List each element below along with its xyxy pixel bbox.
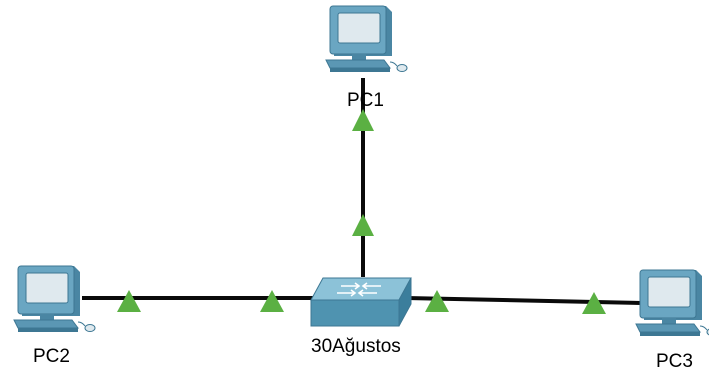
link-up-indicator-pc3-switch-end: [425, 290, 449, 312]
pc2-label: PC2: [33, 346, 70, 367]
pc3-label: PC3: [656, 351, 693, 372]
link-up-indicator-pc1-end: [352, 109, 374, 131]
link-up-indicator-pc2-switch-end: [260, 290, 284, 312]
switch-icon[interactable]: [310, 277, 412, 327]
pc1-label: PC1: [347, 90, 384, 111]
link-switch-pc3[interactable]: [405, 296, 643, 305]
pc-icon-pc3[interactable]: [635, 269, 709, 337]
link-up-indicator-pc1-switch-end: [352, 214, 374, 236]
link-up-indicator-pc2-end: [117, 290, 141, 312]
switch-label: 30Ağustos: [311, 336, 401, 357]
pc-icon-pc1[interactable]: [325, 5, 408, 73]
link-up-indicator-pc3-end: [582, 292, 606, 314]
